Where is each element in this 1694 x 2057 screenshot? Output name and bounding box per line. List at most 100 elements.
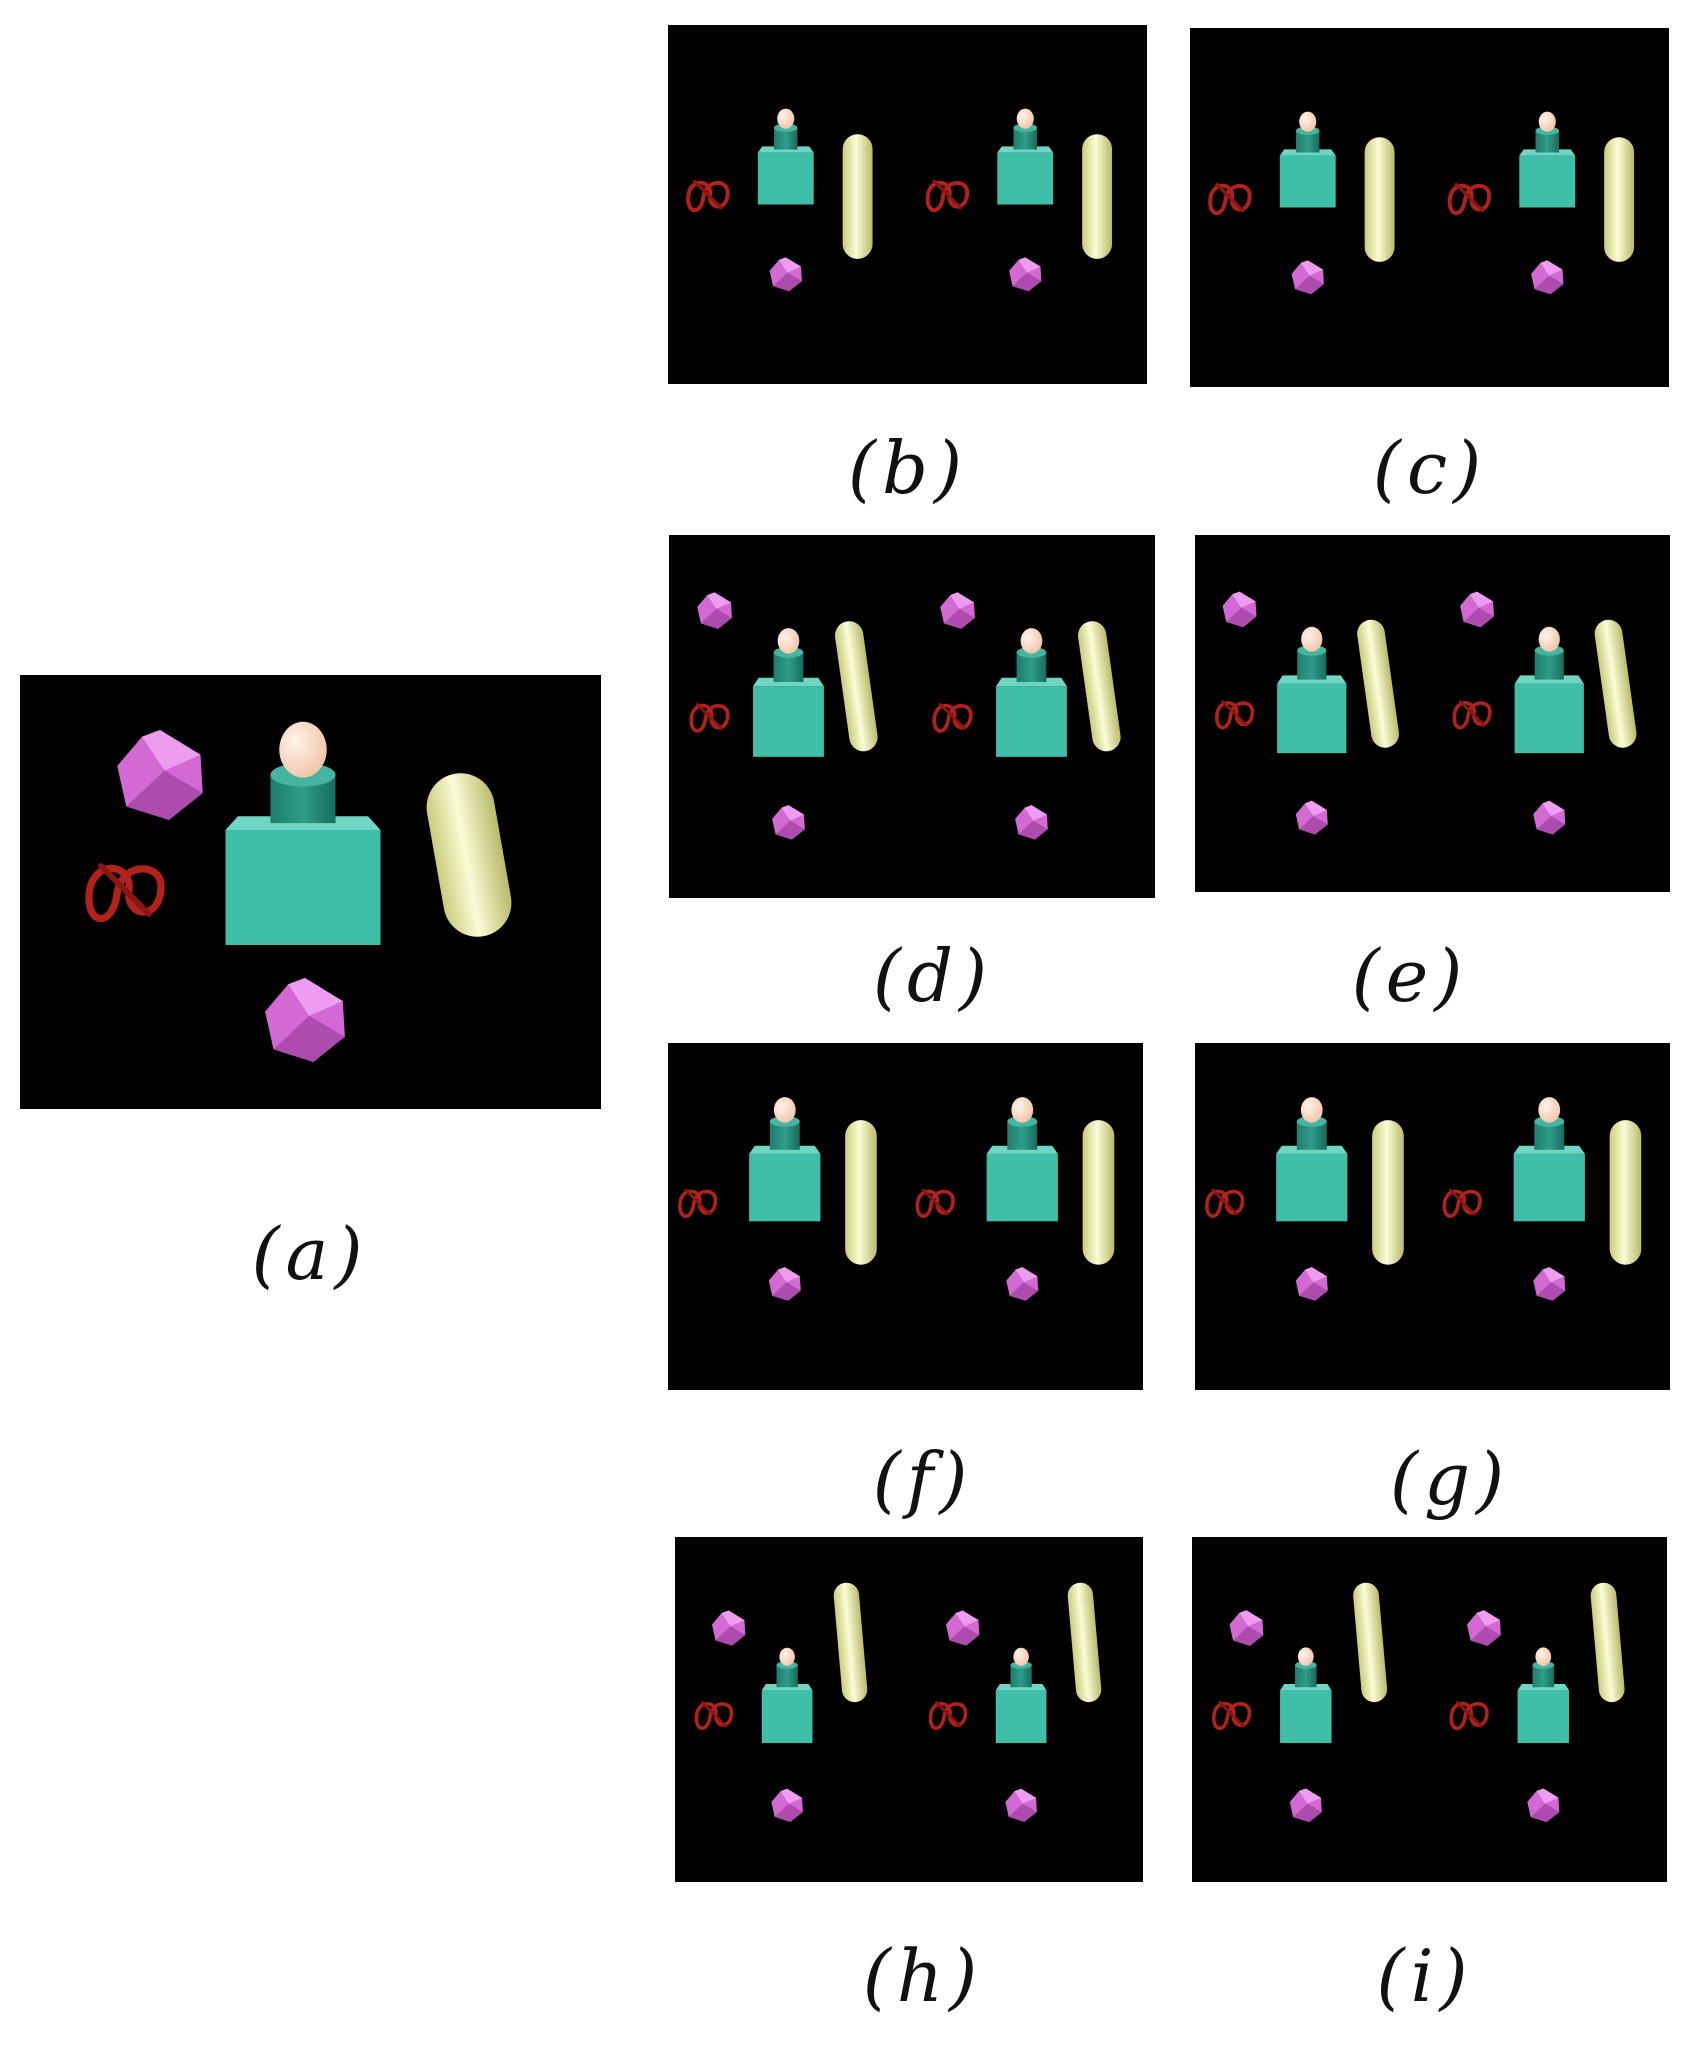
sphere-shape (1297, 1647, 1314, 1666)
block-shape (996, 686, 1067, 757)
block-shape (986, 1153, 1058, 1222)
block-shape (997, 152, 1054, 205)
left-view (694, 1582, 868, 1822)
capsule-shape (1082, 1120, 1115, 1265)
left-view (1208, 111, 1395, 295)
block-shape (995, 1690, 1047, 1744)
capsule-shape (426, 773, 512, 937)
knot-shape (1449, 1701, 1489, 1731)
scene-background (668, 25, 1147, 384)
left-view (678, 1097, 877, 1301)
sphere-shape (1301, 626, 1323, 652)
capsule-shape (833, 1582, 868, 1703)
caption-i: (i) (1376, 1934, 1474, 2018)
panel-e-stereo-pair (1195, 535, 1670, 892)
capsule-shape (1077, 621, 1121, 752)
panel-a-original-scene (20, 675, 601, 1109)
panel-b-stereo-pair (668, 25, 1147, 384)
scene-svg (1195, 535, 1670, 892)
scene-background (675, 1537, 1143, 1882)
knot-shape (85, 864, 165, 923)
sphere-shape (1016, 108, 1034, 129)
right-view (1442, 1097, 1642, 1301)
block-shape (1519, 155, 1576, 208)
sphere-shape (1013, 1647, 1029, 1666)
caption-b: (b) (847, 426, 969, 510)
scene-background (668, 1043, 1143, 1390)
block-shape (1279, 155, 1336, 208)
sphere-shape (279, 721, 327, 778)
sphere-shape (1535, 1647, 1552, 1666)
knot-shape (1452, 701, 1492, 730)
right-view (925, 108, 1113, 292)
panel-g-stereo-pair (1195, 1043, 1670, 1390)
sphere-shape (1300, 1097, 1323, 1123)
knot-shape (928, 1702, 968, 1730)
left-view (689, 592, 878, 840)
scene-background (1192, 1537, 1667, 1882)
knot-shape (694, 1702, 734, 1730)
sphere-shape (1538, 626, 1560, 652)
sphere-shape (1020, 628, 1043, 654)
sphere-shape (777, 628, 800, 654)
capsule-shape (1609, 1120, 1642, 1265)
sphere-shape (1538, 111, 1556, 132)
cylinder-shape (776, 1665, 798, 1688)
sphere-shape (1299, 111, 1317, 132)
block-shape (749, 1153, 821, 1222)
sphere-shape (779, 1647, 795, 1666)
capsule-shape (1082, 134, 1113, 259)
left-view (1214, 591, 1399, 835)
panel-f-stereo-pair (668, 1043, 1143, 1390)
capsule-shape (1353, 1582, 1388, 1703)
cylinder-shape (1010, 1665, 1032, 1688)
caption-e: (e) (1351, 934, 1469, 1018)
knot-shape (932, 703, 973, 733)
block-shape (225, 830, 381, 945)
scene-background (1190, 28, 1669, 387)
knot-shape (915, 1189, 955, 1218)
knot-shape (925, 180, 970, 213)
knot-shape (1211, 1701, 1252, 1731)
knot-shape (1214, 701, 1255, 730)
panel-c-stereo-pair (1190, 28, 1669, 387)
knot-shape (686, 180, 730, 213)
capsule-shape (1357, 619, 1399, 748)
right-view (1449, 1582, 1625, 1823)
block-shape (1513, 1153, 1585, 1222)
scene-svg (1190, 28, 1669, 387)
sphere-shape (777, 108, 795, 129)
knot-shape (1447, 183, 1492, 216)
capsule-shape (1372, 1120, 1404, 1265)
block-shape (761, 1690, 813, 1744)
scene-svg (669, 535, 1155, 898)
scene-svg (675, 1537, 1143, 1882)
capsule-shape (1590, 1582, 1625, 1703)
left-view (1211, 1582, 1388, 1823)
knot-shape (1208, 183, 1252, 216)
capsule-shape (842, 134, 873, 259)
sphere-shape (1011, 1097, 1034, 1123)
sphere-shape (1538, 1097, 1561, 1123)
knot-shape (689, 703, 730, 733)
caption-a: (a) (251, 1212, 369, 1296)
cylinder-shape (1013, 127, 1037, 150)
block-shape (1514, 683, 1584, 754)
capsule-shape (1364, 137, 1395, 262)
panel-d-stereo-pair (669, 535, 1155, 898)
caption-c: (c) (1372, 426, 1488, 510)
cylinder-shape (1532, 1665, 1555, 1688)
right-view (1447, 111, 1635, 295)
right-view (928, 1582, 1102, 1822)
left-view (1205, 1097, 1404, 1301)
cylinder-shape (1535, 130, 1559, 153)
right-view (915, 1097, 1115, 1301)
scene-background (669, 535, 1155, 898)
caption-f: (f) (872, 1437, 974, 1521)
cylinder-shape (1296, 130, 1320, 153)
cylinder-shape (1294, 1665, 1317, 1688)
knot-shape (1205, 1189, 1245, 1218)
caption-d: (d) (872, 934, 994, 1018)
capsule-shape (1594, 619, 1637, 748)
right-view (1452, 591, 1637, 835)
